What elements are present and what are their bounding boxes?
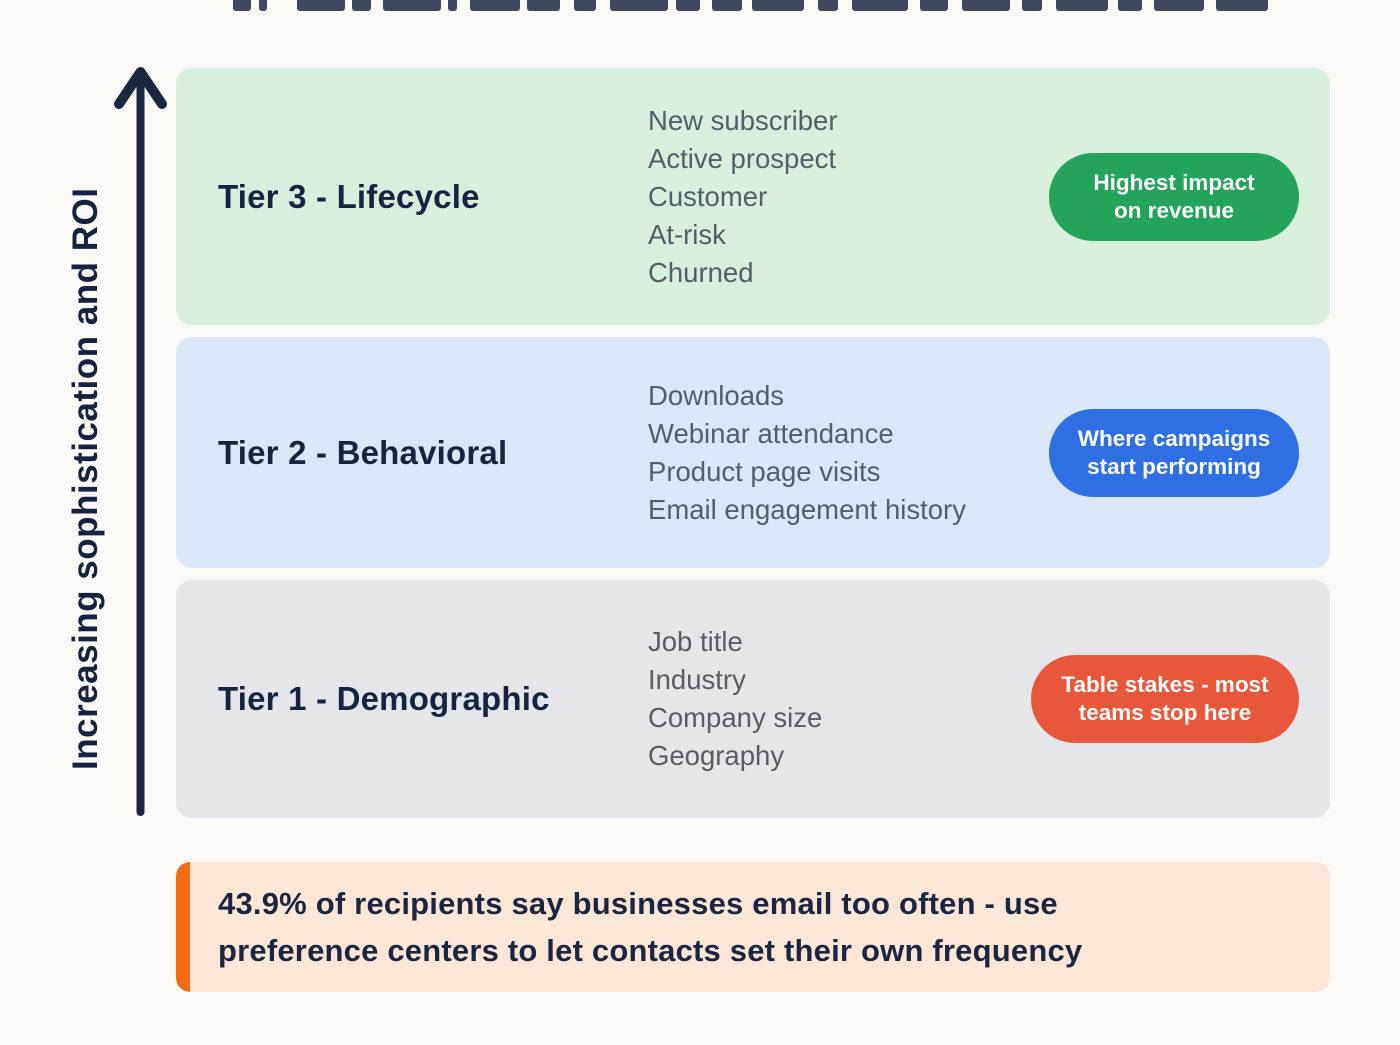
top-edge-cropped-text-artifact <box>0 0 1400 12</box>
badge-line: Table stakes - most <box>1061 672 1269 697</box>
tier-2-title: Tier 2 - Behavioral <box>218 433 508 471</box>
tier-3-badge: Highest impact on revenue <box>1049 152 1299 241</box>
badge-line: start performing <box>1087 453 1261 479</box>
tier-2-items: Downloads Webinar attendance Product pag… <box>648 377 1049 529</box>
tier-1-items: Job title Industry Company size Geograph… <box>648 623 1031 775</box>
tier-item: Company size <box>648 702 823 733</box>
tier-item: Customer <box>648 180 768 212</box>
tier-3-lifecycle-row: Tier 3 - Lifecycle New subscriber Active… <box>176 68 1330 325</box>
tier-item: Industry <box>648 664 746 695</box>
tier-3-items: New subscriber Active prospect Customer … <box>648 102 1049 292</box>
tier-1-demographic-row: Tier 1 - Demographic Job title Industry … <box>176 580 1330 818</box>
up-arrow-icon <box>114 67 167 816</box>
badge-line: teams stop here <box>1078 700 1252 725</box>
tier-item: Product page visits <box>648 455 881 487</box>
badge-line: Where campaigns <box>1077 425 1271 451</box>
stat-callout: 43.9% of recipients say businesses email… <box>176 862 1330 992</box>
callout-accent-bar <box>176 862 190 992</box>
tier-item: Email engagement history <box>648 493 966 525</box>
badge-line: Highest impact <box>1093 169 1255 195</box>
callout-line: preference centers to let contacts set t… <box>218 933 1083 968</box>
tier-2-badge: Where campaigns start performing <box>1049 408 1299 497</box>
tier-item: Downloads <box>648 379 785 411</box>
tier-1-title: Tier 1 - Demographic <box>218 680 550 717</box>
tier-item: New subscriber <box>648 104 838 136</box>
callout-text: 43.9% of recipients say businesses email… <box>176 880 1082 974</box>
tier-item: Churned <box>648 256 754 288</box>
tier-item: Active prospect <box>648 142 837 174</box>
badge-line: on revenue <box>1113 197 1235 223</box>
tier-item: Webinar attendance <box>648 417 894 449</box>
tier-item: Geography <box>648 740 785 771</box>
tier-item: Job title <box>648 626 743 657</box>
tier-2-behavioral-row: Tier 2 - Behavioral Downloads Webinar at… <box>176 337 1330 568</box>
callout-line: 43.9% of recipients say businesses email… <box>218 886 1058 921</box>
tier-item: At-risk <box>648 218 726 250</box>
tier-1-badge: Table stakes - most teams stop here <box>1031 655 1299 743</box>
tier-stack: Tier 3 - Lifecycle New subscriber Active… <box>176 68 1330 830</box>
tier-3-title: Tier 3 - Lifecycle <box>218 177 480 215</box>
